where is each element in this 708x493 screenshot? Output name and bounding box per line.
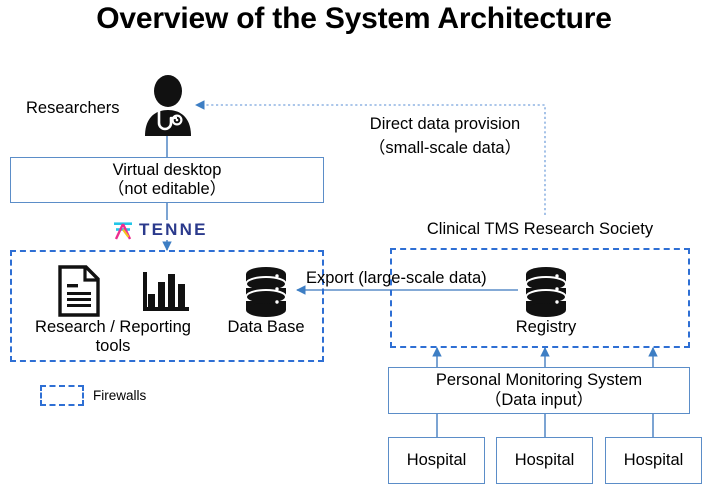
direct-provision-line1: Direct data provision xyxy=(369,115,521,133)
virtual-desktop-line2: （not editable） xyxy=(107,180,227,198)
firewall-legend-label: Firewalls xyxy=(93,388,147,403)
database-icon xyxy=(241,266,291,318)
society-label: Clinical TMS Research Society xyxy=(426,220,654,238)
firewall-left xyxy=(10,250,324,362)
database-label: Data Base xyxy=(227,318,305,336)
registry-database-icon xyxy=(521,266,571,318)
firewall-right xyxy=(390,248,690,348)
research-tools-line1: Research / Reporting xyxy=(35,318,191,336)
research-tools-label: Research / Reporting tools xyxy=(18,318,208,356)
document-icon xyxy=(56,265,102,317)
direct-provision-label: Direct data provision （small-scale data） xyxy=(345,115,545,158)
hospital-box-1[interactable]: Hospital xyxy=(388,437,485,484)
hospital-box-3[interactable]: Hospital xyxy=(605,437,702,484)
virtual-desktop-box[interactable]: Virtual desktop （not editable） xyxy=(10,157,324,203)
tenne-logo-icon xyxy=(112,220,134,240)
registry-label: Registry xyxy=(515,318,577,336)
virtual-desktop-line1: Virtual desktop xyxy=(112,160,222,179)
personal-monitoring-system-box[interactable]: Personal Monitoring System （Data input） xyxy=(388,367,690,414)
tenne-label: TENNE xyxy=(139,220,208,239)
page-title: Overview of the System Architecture xyxy=(96,2,612,35)
pms-line1: Personal Monitoring System xyxy=(435,371,643,390)
tenne-logo: TENNE xyxy=(112,220,208,240)
firewall-legend-swatch xyxy=(40,385,84,406)
legend-firewalls: Firewalls xyxy=(40,385,146,406)
hospital-box-2[interactable]: Hospital xyxy=(496,437,593,484)
doctor-icon xyxy=(137,74,199,136)
direct-provision-line2: （small-scale data） xyxy=(368,139,522,157)
export-label: Export (large-scale data) xyxy=(306,269,487,287)
research-tools-line2: tools xyxy=(95,337,131,355)
bar-chart-icon xyxy=(142,268,192,316)
pms-line2: （Data input） xyxy=(484,390,594,409)
researchers-label: Researchers xyxy=(26,99,120,117)
